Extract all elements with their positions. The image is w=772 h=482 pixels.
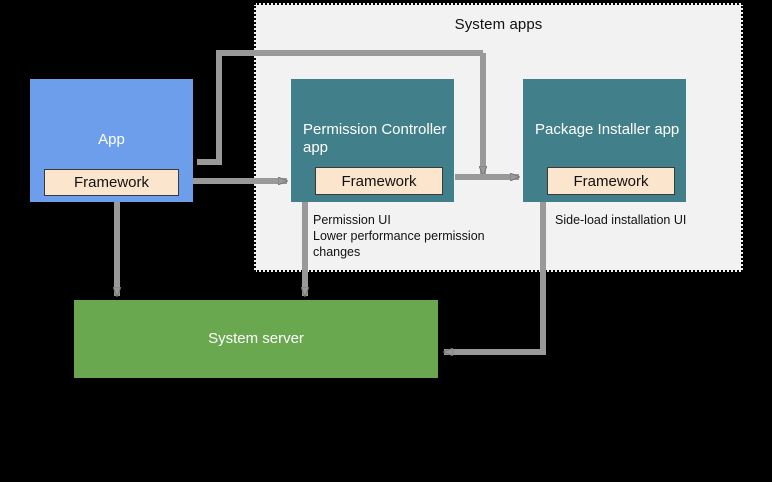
permission-controller-framework-box[interactable]: Framework (315, 167, 443, 195)
permission-controller-box-label: Permission Controller app (303, 121, 447, 156)
package-installer-framework-box[interactable]: Framework (547, 167, 675, 195)
permission-controller-box[interactable]: Permission Controller app Framework (291, 79, 454, 202)
system-apps-panel-title: System apps (454, 16, 543, 33)
app-box-label: App (98, 131, 125, 148)
app-box[interactable]: App Framework (30, 79, 193, 202)
package-installer-box-label: Package Installer app (535, 121, 680, 138)
app-framework-box[interactable]: Framework (44, 169, 179, 196)
package-installer-box[interactable]: Package Installer app Framework (523, 79, 686, 202)
permission-controller-caption: Permission UI Lower performance permissi… (313, 213, 485, 259)
package-installer-caption: Side-load installation UI (555, 213, 687, 227)
system-server-box[interactable]: System server (74, 300, 438, 378)
system-server-box-label: System server (208, 330, 304, 347)
